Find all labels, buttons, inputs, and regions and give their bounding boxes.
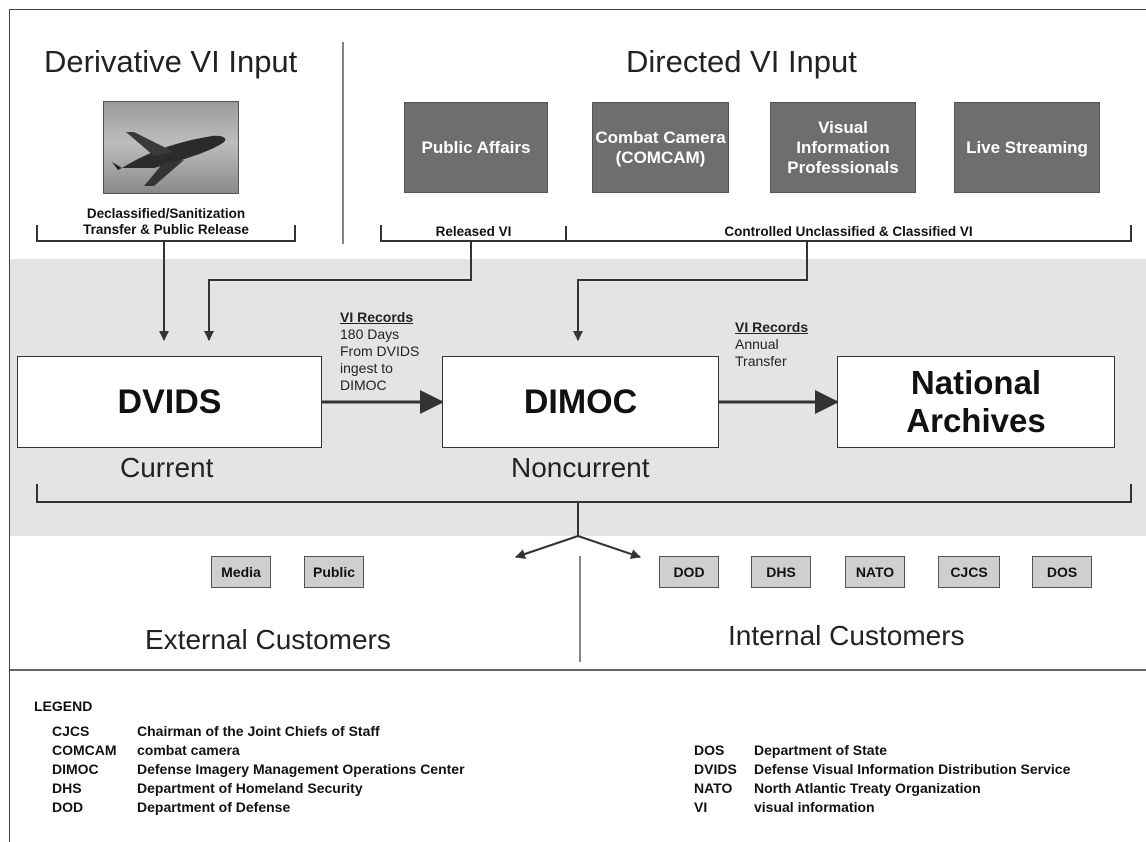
customer-dos: DOS (1032, 556, 1092, 588)
controlled-vi-caption: Controlled Unclassified & Classified VI (724, 224, 973, 239)
legend-item: COMCAM combat camera (52, 741, 465, 760)
dvids-dimoc-label-line-1: 180 Days (340, 326, 400, 342)
legend-right: DOS Department of State DVIDS Defense Visu… (694, 741, 1070, 817)
dimoc-node: DIMOC (442, 356, 719, 448)
legend-item: DIMOC Defense Imagery Management Operatio… (52, 760, 465, 779)
customer-media: Media (211, 556, 271, 588)
derivative-caption: Declassified/Sanitization Transfer & Pub… (37, 206, 295, 238)
current-stage-label: Current (120, 452, 214, 483)
national-archives-line-1: National (910, 364, 1042, 401)
diagram-frame (9, 9, 1146, 842)
derivative-header: Derivative VI Input (44, 44, 298, 79)
customer-nato: NATO (845, 556, 905, 588)
customer-cjcs: CJCS (938, 556, 1000, 588)
legend-item: DHS Department of Homeland Security (52, 779, 465, 798)
dvids-dimoc-label: VI Records 180 Days From DVIDS ingest to… (340, 309, 419, 394)
legend-left: CJCS Chairman of the Joint Chiefs of Staf… (52, 722, 465, 817)
legend-abbr: DHS (52, 780, 82, 796)
released-vi-caption: Released VI (435, 224, 512, 239)
legend-abbr: VI (694, 799, 708, 815)
national-archives-line-2: Archives (906, 402, 1046, 439)
dimoc-nara-label-line-1: Annual (735, 336, 779, 352)
national-archives-node: National Archives (837, 356, 1115, 448)
derivative-caption-line-2: Transfer & Public Release (83, 222, 249, 237)
legend-abbr: DIMOC (52, 761, 99, 777)
internal-customers-label: Internal Customers (728, 620, 965, 651)
legend-def: visual information (754, 799, 875, 815)
directed-header: Directed VI Input (626, 44, 857, 79)
legend-def: Chairman of the Joint Chiefs of Staff (137, 723, 380, 739)
external-customers-label: External Customers (145, 624, 391, 655)
customer-dod: DOD (659, 556, 719, 588)
customer-dhs: DHS (751, 556, 811, 588)
dvids-dimoc-label-line-2: From DVIDS (340, 343, 420, 359)
legend-def: combat camera (137, 742, 240, 758)
dimoc-nara-label-line-2: Transfer (735, 353, 787, 369)
legend-abbr: NATO (694, 780, 733, 796)
legend-def: Department of State (754, 742, 888, 758)
legend-abbr: COMCAM (52, 742, 117, 758)
legend-item: NATO North Atlantic Treaty Organization (694, 779, 1070, 798)
derivative-bracket (36, 225, 296, 242)
controlled-to-dimoc-arrow (573, 241, 808, 341)
customer-public: Public (304, 556, 364, 588)
dvids-dimoc-label-line-4: DIMOC (340, 377, 387, 393)
legend-abbr: DVIDS (694, 761, 737, 777)
released-to-dvids-arrow (204, 241, 472, 341)
legend-item: VI visual information (694, 798, 1070, 817)
legend-item: DVIDS Defense Visual Information Distribu… (694, 760, 1070, 779)
directed-bracket (380, 225, 1132, 242)
legend-item: CJCS Chairman of the Joint Chiefs of Staf… (52, 722, 465, 741)
source-live-streaming: Live Streaming (954, 102, 1100, 193)
source-vi-professionals: Visual Information Professionals (770, 102, 916, 193)
to-internal-arrow (577, 535, 641, 559)
source-public-affairs: Public Affairs (404, 102, 548, 193)
legend-item: DOS Department of State (694, 741, 1070, 760)
legend-def: Department of Homeland Security (137, 780, 363, 796)
legend-def: Defense Imagery Management Operations Ce… (137, 761, 465, 777)
noncurrent-stage-label: Noncurrent (511, 452, 650, 483)
dimoc-nara-label-title: VI Records (735, 319, 809, 335)
legend-abbr: DOS (694, 742, 725, 758)
to-external-arrow (515, 535, 579, 559)
legend-item: DOD Department of Defense (52, 798, 465, 817)
source-combat-camera: Combat Camera (COMCAM) (592, 102, 729, 193)
dvids-dimoc-label-title: VI Records (340, 309, 414, 325)
legend-abbr: CJCS (52, 723, 90, 739)
legend-def: Defense Visual Information Distribution … (754, 761, 1071, 777)
legend-def: Department of Defense (137, 799, 291, 815)
dvids-dimoc-label-line-3: ingest to (340, 360, 393, 376)
dimoc-nara-label: VI Records Annual Transfer (735, 319, 808, 370)
records-bracket (36, 484, 1132, 503)
dvids-node: DVIDS (17, 356, 322, 448)
legend-def: North Atlantic Treaty Organization (754, 780, 981, 796)
uav-drone-photo-icon (103, 101, 239, 194)
derivative-caption-line-1: Declassified/Sanitization (86, 206, 246, 221)
legend-title: LEGEND (34, 698, 93, 714)
legend-abbr: DOD (52, 799, 84, 815)
